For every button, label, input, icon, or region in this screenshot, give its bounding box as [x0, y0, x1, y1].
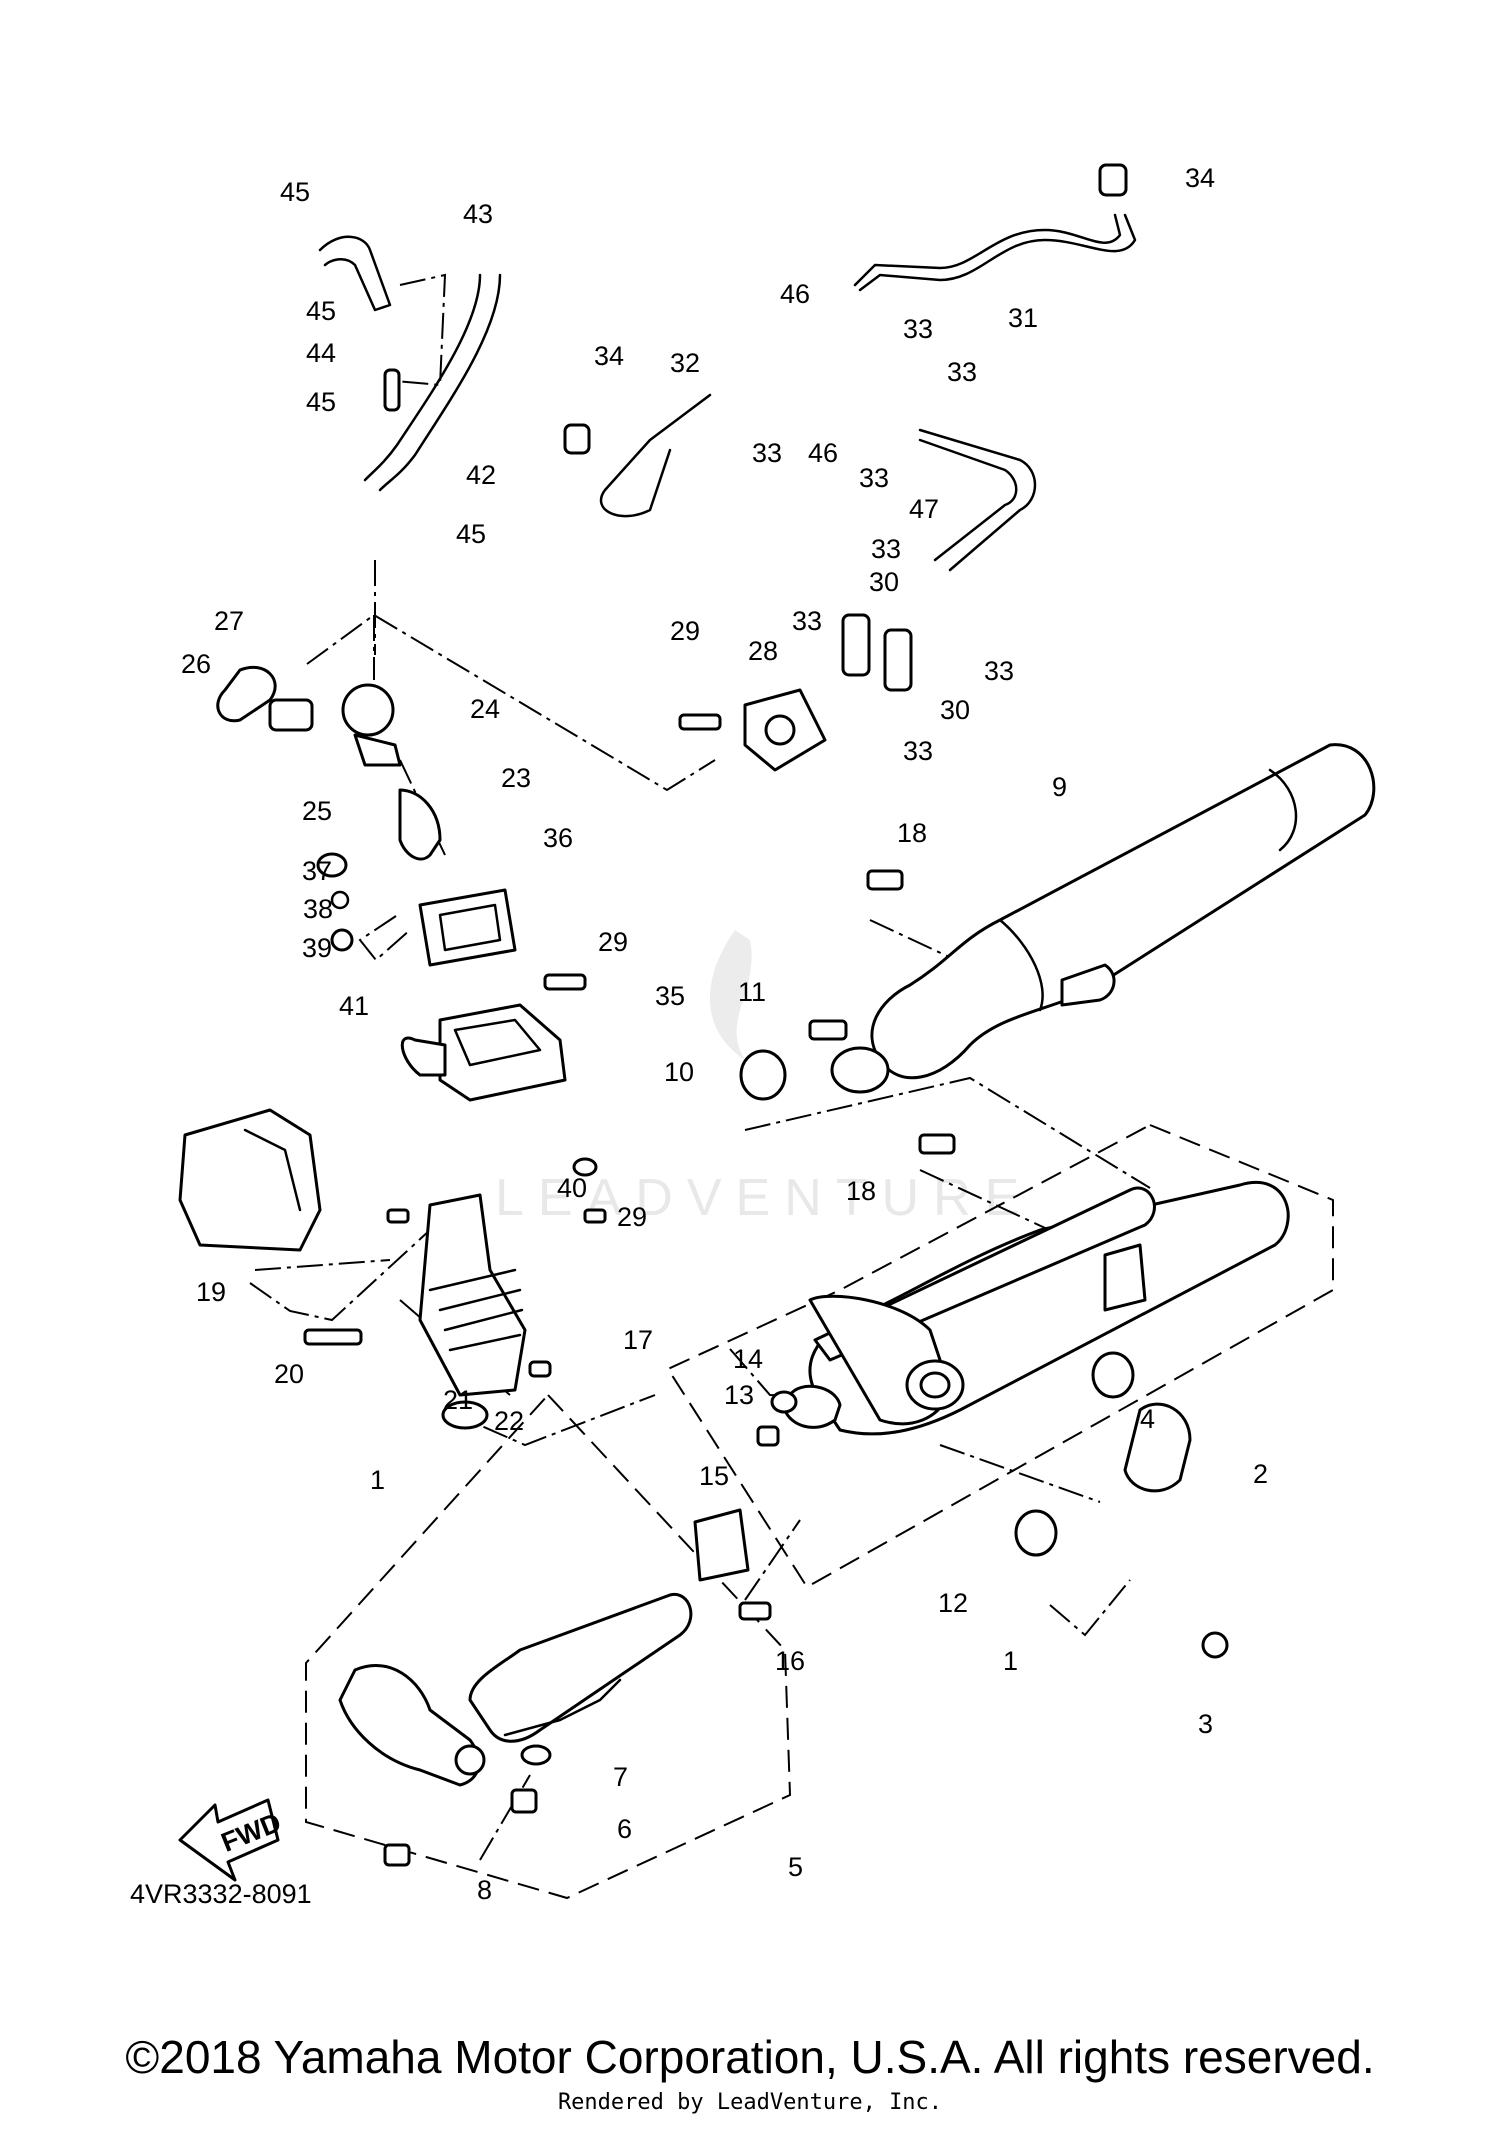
callout-31: 31	[1008, 303, 1038, 333]
watermark: LEADVENTURE	[495, 930, 1033, 1227]
upper-hoses	[318, 235, 502, 492]
callout-12: 12	[938, 1588, 968, 1618]
callout-45: 45	[456, 519, 486, 549]
lower-muffler-assembly	[783, 1181, 1290, 1436]
copyright-notice: ©2018 Yamaha Motor Corporation, U.S.A. A…	[125, 2031, 1375, 2083]
diagram-code: 4VR3332-8091	[130, 1879, 312, 1909]
upper-right-pipes	[599, 213, 1137, 572]
callout-18: 18	[897, 818, 927, 848]
reed-valve	[743, 688, 827, 772]
callout-47: 47	[909, 494, 939, 524]
callout-33: 33	[947, 357, 977, 387]
callout-38: 38	[303, 894, 333, 924]
callout-6: 6	[617, 1814, 632, 1844]
callout-30: 30	[940, 695, 970, 725]
callout-30: 30	[869, 567, 899, 597]
fasteners	[303, 163, 1229, 1867]
callout-28: 28	[748, 636, 778, 666]
callout-40: 40	[557, 1173, 587, 1203]
air-induction-covers	[400, 888, 567, 1102]
callout-13: 13	[724, 1380, 754, 1410]
callout-33: 33	[871, 534, 901, 564]
callout-33: 33	[792, 606, 822, 636]
callout-45: 45	[280, 177, 310, 207]
callout-33: 33	[903, 314, 933, 344]
callout-41: 41	[339, 991, 369, 1021]
callout-3: 3	[1198, 1709, 1213, 1739]
exhaust-pipe-front	[338, 1593, 693, 1787]
callout-46: 46	[808, 438, 838, 468]
callout-15: 15	[699, 1461, 729, 1491]
callout-14: 14	[733, 1344, 763, 1374]
callout-26: 26	[181, 649, 211, 679]
rendered-by-notice: Rendered by LeadVenture, Inc.	[557, 2090, 943, 2115]
ai-valve-and-hoses	[216, 665, 442, 861]
callout-33: 33	[984, 656, 1014, 686]
callout-46: 46	[780, 279, 810, 309]
callout-32: 32	[670, 348, 700, 378]
callout-33: 33	[903, 736, 933, 766]
callout-17: 17	[623, 1325, 653, 1355]
callout-2: 2	[1253, 1459, 1268, 1489]
callout-4: 4	[1140, 1404, 1155, 1434]
left-side-components	[178, 1108, 527, 1397]
callout-10: 10	[664, 1057, 694, 1087]
callout-20: 20	[274, 1359, 304, 1389]
callout-35: 35	[655, 981, 685, 1011]
callout-27: 27	[214, 606, 244, 636]
callout-22: 22	[494, 1406, 524, 1436]
callout-25: 25	[302, 796, 332, 826]
muffler	[830, 743, 1376, 1094]
callout-7: 7	[613, 1762, 628, 1792]
fwd-arrow: FWD	[178, 1798, 285, 1882]
callout-23: 23	[501, 763, 531, 793]
callout-36: 36	[543, 823, 573, 853]
callout-34: 34	[1185, 163, 1215, 193]
callout-29: 29	[617, 1202, 647, 1232]
assembly-outlines	[305, 1123, 1334, 1900]
callout-29: 29	[598, 927, 628, 957]
callout-1: 1	[1003, 1646, 1018, 1676]
callout-44: 44	[306, 338, 336, 368]
callout-1: 1	[370, 1465, 385, 1495]
callout-18: 18	[846, 1176, 876, 1206]
callout-19: 19	[196, 1277, 226, 1307]
watermark-text: LEADVENTURE	[495, 1169, 1033, 1227]
callout-numbers: 1123456789101112131415161718181920212223…	[181, 163, 1268, 1905]
callout-45: 45	[306, 387, 336, 417]
callout-29: 29	[670, 616, 700, 646]
callout-33: 33	[752, 438, 782, 468]
relationship-lines	[249, 273, 1151, 1861]
callout-37: 37	[302, 856, 332, 886]
callout-9: 9	[1052, 772, 1067, 802]
callout-34: 34	[594, 341, 624, 371]
callout-33: 33	[859, 463, 889, 493]
callout-24: 24	[470, 694, 500, 724]
callout-39: 39	[302, 933, 332, 963]
callout-42: 42	[466, 460, 496, 490]
callout-21: 21	[443, 1385, 473, 1415]
callout-16: 16	[775, 1646, 805, 1676]
callout-43: 43	[463, 199, 493, 229]
callout-45: 45	[306, 296, 336, 326]
callout-5: 5	[788, 1852, 803, 1882]
callout-8: 8	[477, 1875, 492, 1905]
callout-11: 11	[738, 977, 766, 1007]
